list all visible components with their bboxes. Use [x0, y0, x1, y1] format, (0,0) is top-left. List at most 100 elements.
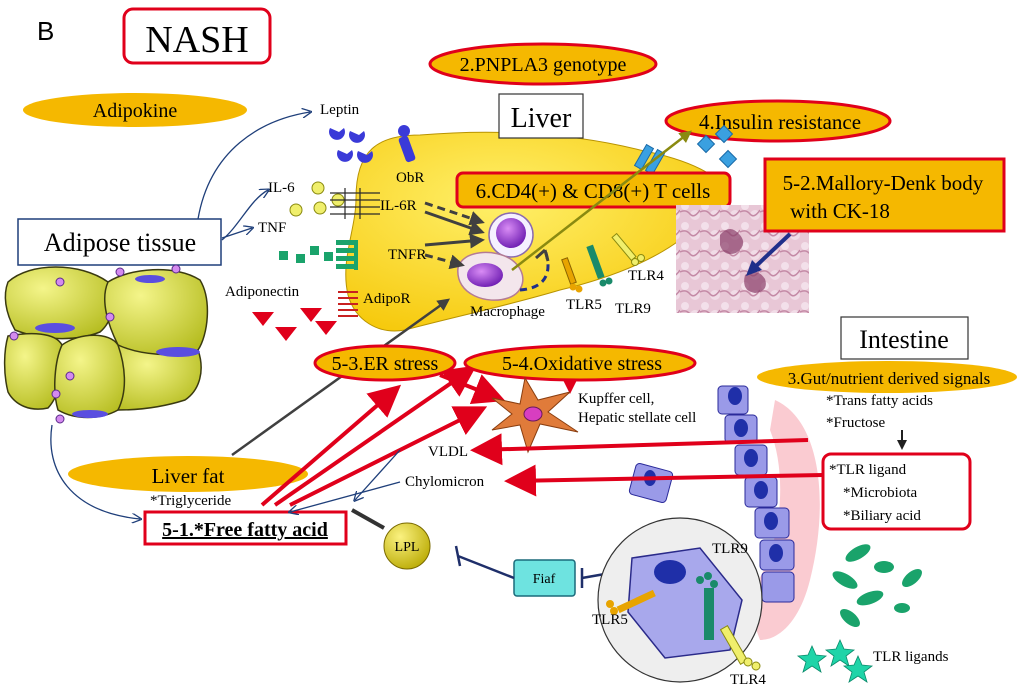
liver-fat-ellipse: [68, 456, 308, 492]
intestine-nuclei: [644, 387, 783, 562]
lpl-circle: [383, 522, 431, 570]
adiponectin-label: Adiponectin: [225, 284, 300, 300]
tlr4-liver-label: TLR4: [628, 268, 664, 284]
ffa-to-er-arrow: [260, 384, 402, 507]
intestine-to-vldl-arrow: [470, 433, 809, 466]
macrophage-to-insulin-arrow: [511, 130, 692, 271]
gut-signals-ellipse: [757, 361, 1017, 393]
liver-label-box: [498, 93, 584, 139]
pnpla3-label: 2.PNPLA3 genotype: [460, 54, 627, 76]
adipose-to-ffa-arrow: [50, 424, 140, 519]
mallory-pointer-head: [746, 260, 762, 276]
er-to-kupffer-arrow: [439, 373, 506, 405]
tcells-label: 6.CD4(+) & CD8(+) T cells: [476, 179, 711, 203]
il6r-to-tcell-solid-arrow: [424, 210, 485, 236]
tlr9-gut-label: TLR9: [712, 541, 748, 557]
tlr-ligand-star-icons: [796, 639, 874, 683]
intestine-label-box: [840, 316, 969, 360]
tlr5-gut-icon: [606, 589, 656, 615]
triglyceride-label: *Triglyceride: [150, 493, 231, 509]
panel-label: B: [37, 16, 54, 46]
pnpla3-ellipse: [428, 42, 658, 86]
title-nash: NASH: [145, 19, 248, 61]
lpl-to-ffa-line: [351, 508, 385, 530]
intestine-to-chylomicron-arrow: [504, 464, 824, 497]
macrophage-nucleus: [467, 263, 503, 287]
tnfr-to-tcell-arrow: [424, 233, 485, 249]
chylomicron-label: Chylomicron: [405, 474, 485, 490]
fiaf-inhibits-lpl: [454, 545, 515, 580]
ox-stress-label: 5-4.Oxidative stress: [502, 353, 662, 375]
kupffer-label-line2: Hepatic stellate cell: [578, 410, 696, 426]
adipokine-label: Adipokine: [93, 100, 178, 122]
adipose-label-box: [17, 218, 222, 266]
ox-stress-ellipse: [463, 344, 697, 382]
adipose-nuclei: [35, 275, 200, 418]
obr-receptor-icon: [398, 125, 416, 163]
il6r-label: IL-6R: [380, 198, 417, 214]
adipor-label: AdipoR: [363, 291, 411, 307]
mallory-label-line1: 5-2.Mallory-Denk body: [783, 171, 984, 195]
tnfr-receptor-icon: [336, 240, 358, 270]
tlr5-liver-icon: [561, 257, 583, 293]
il6-icons: [289, 181, 345, 217]
adipose-to-tnf-arrow: [221, 228, 252, 239]
er-stress-ellipse: [313, 344, 457, 382]
mallory-pointer-arrow: [753, 232, 792, 269]
kupffer-label-line1: Kupffer cell,: [578, 391, 654, 407]
il6r-receptor-icon: [330, 188, 380, 219]
kupffer-nucleus: [523, 406, 543, 422]
adipose-cells: [3, 266, 209, 419]
mallory-box: [763, 157, 1006, 233]
tnf-label: TNF: [258, 220, 286, 236]
obr-label: ObR: [396, 170, 424, 186]
histology-detail: [720, 229, 766, 293]
t-cell-nucleus: [496, 218, 526, 248]
adipose-to-leptin-arrow: [197, 112, 310, 220]
adipor-receptor-icon: [338, 291, 358, 317]
vldl-label: VLDL: [428, 444, 468, 460]
adipokine-ellipse: [23, 93, 247, 127]
ffa-to-kupffer-arrow: [289, 406, 488, 507]
adipose-dots: [9, 264, 181, 424]
tnf-icons: [279, 246, 333, 263]
liver-fat-label: Liver fat: [152, 464, 225, 488]
il6r-to-tcell-arrow: [424, 201, 485, 226]
lpl-label: LPL: [395, 540, 420, 555]
mallory-label-line2: with CK-18: [790, 199, 890, 223]
tlr5-liver-label: TLR5: [566, 297, 602, 313]
enterocyte-nucleus: [654, 560, 686, 584]
chylomicron-to-ffa-arrow: [290, 481, 401, 512]
tlr4-liver-icon: [611, 232, 645, 266]
fiaf-label: Fiaf: [533, 572, 556, 587]
tlr-ligand-label: *TLR ligand: [829, 462, 907, 478]
intestine-villi: [628, 385, 795, 603]
tlr5-gut-label: TLR5: [592, 612, 628, 628]
title-box: [122, 7, 272, 65]
ffa-box: [143, 510, 348, 546]
macrophage-tcell-arrowhead: [535, 248, 550, 262]
biliary-label: *Biliary acid: [843, 508, 921, 524]
il6-label: IL-6: [268, 180, 295, 196]
tlr4-gut-label: TLR4: [730, 672, 766, 688]
leptin-icons: [329, 128, 373, 163]
adipose-label: Adipose tissue: [44, 228, 196, 257]
microbiota-label: *Microbiota: [843, 485, 917, 501]
liver-label: Liver: [511, 103, 572, 134]
ffa-to-oxidative-arrow: [273, 365, 477, 507]
ffa-label: 5-1.*Free fatty acid: [162, 519, 328, 541]
gut-signals-label: 3.Gut/nutrient derived signals: [788, 369, 991, 388]
tlr9-liver-icon: [586, 244, 613, 287]
trans-fat-label: *Trans fatty acids: [826, 393, 933, 409]
adipose-to-il6-arrow: [221, 190, 268, 241]
bacteria-icons: [832, 544, 922, 627]
tlr-ligands-label: TLR ligands: [873, 649, 949, 665]
tlr9-liver-label: TLR9: [615, 301, 651, 317]
tlr9-gut-icon: [696, 572, 718, 640]
intestine-label: Intestine: [859, 325, 949, 354]
adiponectin-icons: [252, 308, 337, 341]
er-stress-label: 5-3.ER stress: [332, 353, 439, 375]
tlr-ligand-box: [821, 452, 972, 531]
leptin-label: Leptin: [320, 102, 360, 118]
